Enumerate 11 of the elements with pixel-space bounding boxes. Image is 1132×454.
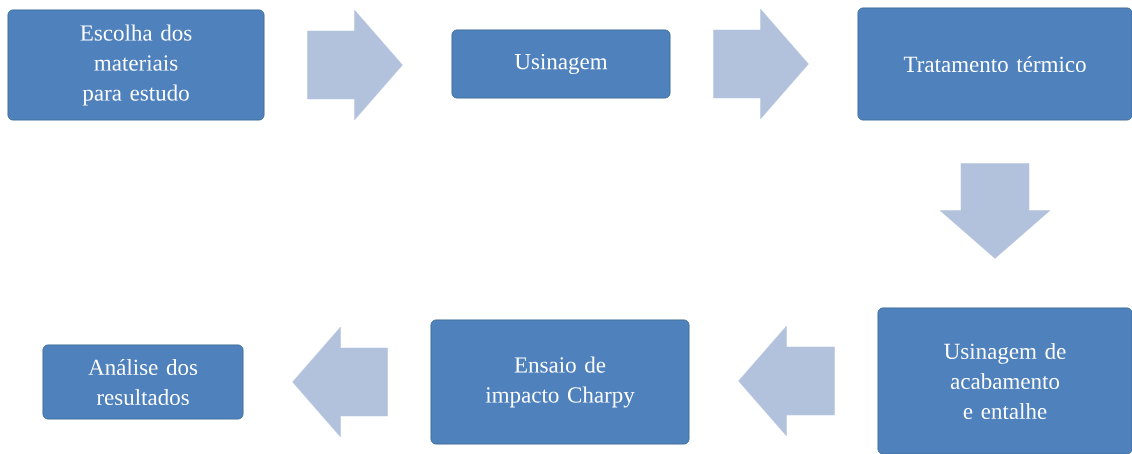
block-arrow (307, 9, 403, 121)
process-box: Usinagem de acabamento e entalhe (877, 307, 1132, 454)
block-arrow (292, 326, 388, 438)
process-box: Escolha dos materiais para estudo (7, 9, 265, 121)
process-box: Ensaio de impacto Charpy (430, 319, 690, 445)
block-arrow (738, 325, 835, 437)
process-box: Usinagem (451, 29, 671, 99)
process-box: Tratamento térmico (857, 7, 1132, 121)
block-arrow (713, 8, 809, 120)
block-arrow (939, 163, 1051, 259)
process-box: Análise dos resultados (42, 344, 244, 420)
